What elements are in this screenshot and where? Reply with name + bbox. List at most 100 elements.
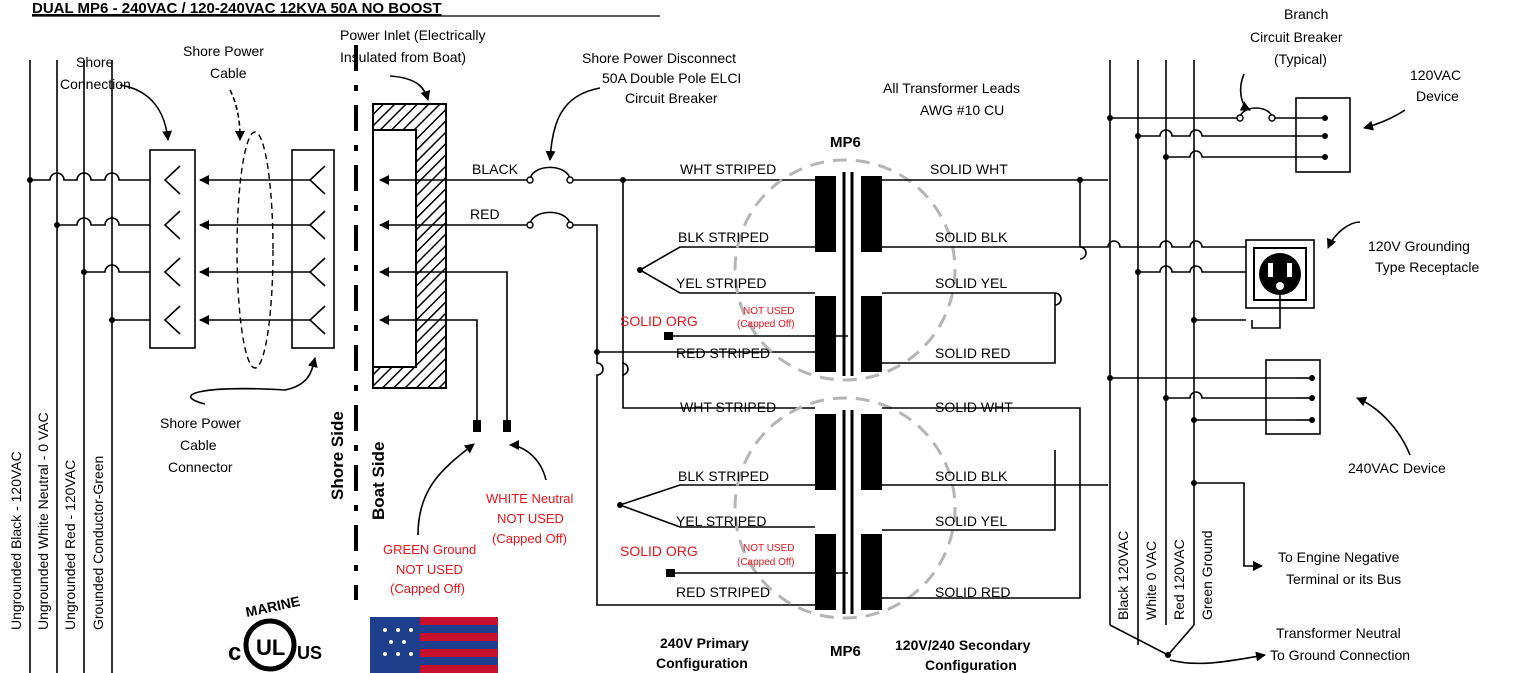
svg-text:To Ground Connection: To Ground Connection	[1270, 647, 1410, 663]
svg-text:YEL STRIPED: YEL STRIPED	[676, 275, 767, 291]
svg-text:120V/240 Secondary: 120V/240 Secondary	[895, 637, 1031, 653]
svg-text:NOT USED: NOT USED	[396, 562, 463, 577]
svg-text:SOLID WHT: SOLID WHT	[930, 161, 1008, 177]
svg-text:Configuration: Configuration	[656, 655, 748, 671]
svg-text:Device: Device	[1416, 88, 1459, 104]
bus-labels: Black 120VAC White 0 VAC Red 120VAC Gree…	[1115, 531, 1215, 621]
not-used-label-2a: NOT USED	[743, 543, 795, 554]
bus-taps	[1080, 115, 1296, 571]
shore-conductors	[29, 60, 113, 673]
cable-connector-contacts	[308, 165, 326, 335]
shore-connection-box	[149, 149, 196, 349]
svg-text:White 0 VAC: White 0 VAC	[1143, 541, 1159, 620]
power-inlet	[372, 103, 447, 389]
svg-text:Terminal or its Bus: Terminal or its Bus	[1286, 571, 1401, 587]
svg-text:SOLID RED: SOLID RED	[935, 345, 1010, 361]
svg-text:Shore Power Disconnect: Shore Power Disconnect	[582, 50, 736, 66]
receptacle-120v	[1245, 239, 1315, 329]
svg-text:50A Double Pole ELCI: 50A Double Pole ELCI	[602, 70, 741, 86]
svg-text:Red 120VAC: Red 120VAC	[1171, 539, 1187, 620]
svg-text:YEL STRIPED: YEL STRIPED	[676, 513, 767, 529]
svg-text:Insulated from Boat): Insulated from Boat)	[340, 49, 466, 65]
svg-text:Connector: Connector	[168, 459, 233, 475]
svg-text:BLK STRIPED: BLK STRIPED	[678, 468, 769, 484]
green-ground-note: GREEN Ground NOT USED (Capped Off)	[383, 542, 476, 596]
device-240vac-label: 240VAC Device	[1348, 460, 1446, 476]
svg-text:Transformer Neutral: Transformer Neutral	[1276, 625, 1401, 641]
white-neutral-note: WHITE Neutral NOT USED (Capped Off)	[486, 491, 574, 546]
device-240vac-box	[1265, 359, 1321, 435]
svg-text:240V Primary: 240V Primary	[660, 635, 749, 651]
svg-text:NOT USED: NOT USED	[497, 511, 564, 526]
svg-text:Cable: Cable	[210, 65, 247, 81]
svg-text:(Capped Off): (Capped Off)	[492, 531, 567, 546]
primary-lead-labels-2: WHT STRIPED BLK STRIPED YEL STRIPED RED …	[676, 399, 776, 600]
branch-breaker	[1236, 107, 1296, 122]
svg-text:Shore Power: Shore Power	[160, 415, 241, 431]
svg-text:BLK STRIPED: BLK STRIPED	[678, 229, 769, 245]
svg-text:GREEN Ground: GREEN Ground	[383, 542, 476, 557]
cable-bundle-outline	[236, 131, 274, 369]
cable-connector-box	[291, 149, 335, 349]
transformer-1	[664, 158, 957, 382]
solid-org-label-2: SOLID ORG	[620, 543, 698, 559]
svg-text:Shore Power: Shore Power	[183, 43, 264, 59]
svg-text:WHT STRIPED: WHT STRIPED	[680, 399, 776, 415]
mp6-label-bottom: MP6	[830, 643, 861, 660]
svg-text:Configuration: Configuration	[925, 657, 1017, 673]
svg-text:SOLID WHT: SOLID WHT	[935, 399, 1013, 415]
svg-text:Power Inlet (Electrically: Power Inlet (Electrically	[340, 27, 486, 43]
svg-text:Connection: Connection	[60, 76, 131, 92]
ul-marine-logo: MARINE UL c US	[228, 593, 322, 672]
svg-text:RED STRIPED: RED STRIPED	[676, 345, 770, 361]
svg-text:120VAC: 120VAC	[1410, 67, 1461, 83]
device-120vac-terminals	[1296, 115, 1328, 160]
power-inlet-label: Power Inlet (Electrically Insulated from…	[340, 27, 486, 65]
solid-org-label-1: SOLID ORG	[620, 313, 698, 329]
svg-text:SOLID BLK: SOLID BLK	[935, 468, 1008, 484]
red-wire-label: RED	[470, 206, 500, 222]
shore-connection-contacts	[163, 165, 181, 335]
mp6-label-top: MP6	[830, 134, 861, 151]
svg-text:To Engine Negative: To Engine Negative	[1278, 549, 1400, 565]
device-240vac-terminals	[1296, 375, 1315, 423]
svg-text:Cable: Cable	[180, 437, 217, 453]
svg-text:(Capped Off): (Capped Off)	[390, 581, 465, 596]
svg-text:Green Ground: Green Ground	[1199, 531, 1215, 621]
shore-cable-label: Shore Power Cable	[183, 43, 264, 81]
not-used-label-1b: (Capped Off)	[737, 319, 795, 330]
svg-text:c: c	[228, 639, 241, 666]
svg-text:Circuit Breaker: Circuit Breaker	[625, 90, 718, 106]
svg-text:AWG #10 CU: AWG #10 CU	[920, 102, 1004, 118]
device-120vac-label: 120VAC Device	[1410, 67, 1461, 104]
receptacle-label: 120V Grounding Type Receptacle	[1368, 238, 1479, 275]
boat-side-label: Boat Side	[369, 442, 388, 520]
primary-lead-labels-1: WHT STRIPED BLK STRIPED YEL STRIPED RED …	[676, 161, 776, 361]
conductor-label-white: Ungrounded White Neutral - 0 VAC	[35, 412, 51, 630]
shore-side-label: Shore Side	[328, 411, 347, 500]
svg-text:SOLID YEL: SOLID YEL	[935, 275, 1007, 291]
shore-connection-label: Shore Connection	[60, 54, 131, 92]
conductor-label-red: Ungrounded Red - 120VAC	[62, 460, 78, 630]
inlet-wires	[379, 175, 530, 432]
svg-text:Circuit Breaker: Circuit Breaker	[1250, 29, 1343, 45]
svg-text:Black 120VAC: Black 120VAC	[1115, 531, 1131, 620]
transformer-2	[666, 396, 957, 620]
diagram-title: DUAL MP6 - 240VAC / 120-240VAC 12KVA 50A…	[32, 0, 442, 17]
conductor-label-green: Grounded Conductor-Green	[90, 456, 106, 630]
neutral-ground-label: Transformer Neutral To Ground Connection	[1270, 625, 1410, 663]
svg-text:SOLID YEL: SOLID YEL	[935, 513, 1007, 529]
svg-text:US: US	[297, 643, 322, 663]
primary-config-label: 240V Primary Configuration	[656, 635, 749, 671]
svg-text:SOLID BLK: SOLID BLK	[935, 229, 1008, 245]
svg-text:Branch: Branch	[1284, 6, 1328, 22]
secondary-lead-labels-1: SOLID WHT SOLID BLK SOLID YEL SOLID RED	[930, 161, 1010, 361]
svg-text:WHITE Neutral: WHITE Neutral	[486, 491, 574, 506]
svg-text:RED STRIPED: RED STRIPED	[676, 584, 770, 600]
branch-breaker-label: Branch Circuit Breaker (Typical)	[1250, 6, 1343, 67]
engine-negative-label: To Engine Negative Terminal or its Bus	[1278, 549, 1401, 587]
svg-text:UL: UL	[256, 635, 285, 660]
secondary-config-label: 120V/240 Secondary Configuration	[895, 637, 1031, 673]
not-used-label-1a: NOT USED	[743, 306, 795, 317]
